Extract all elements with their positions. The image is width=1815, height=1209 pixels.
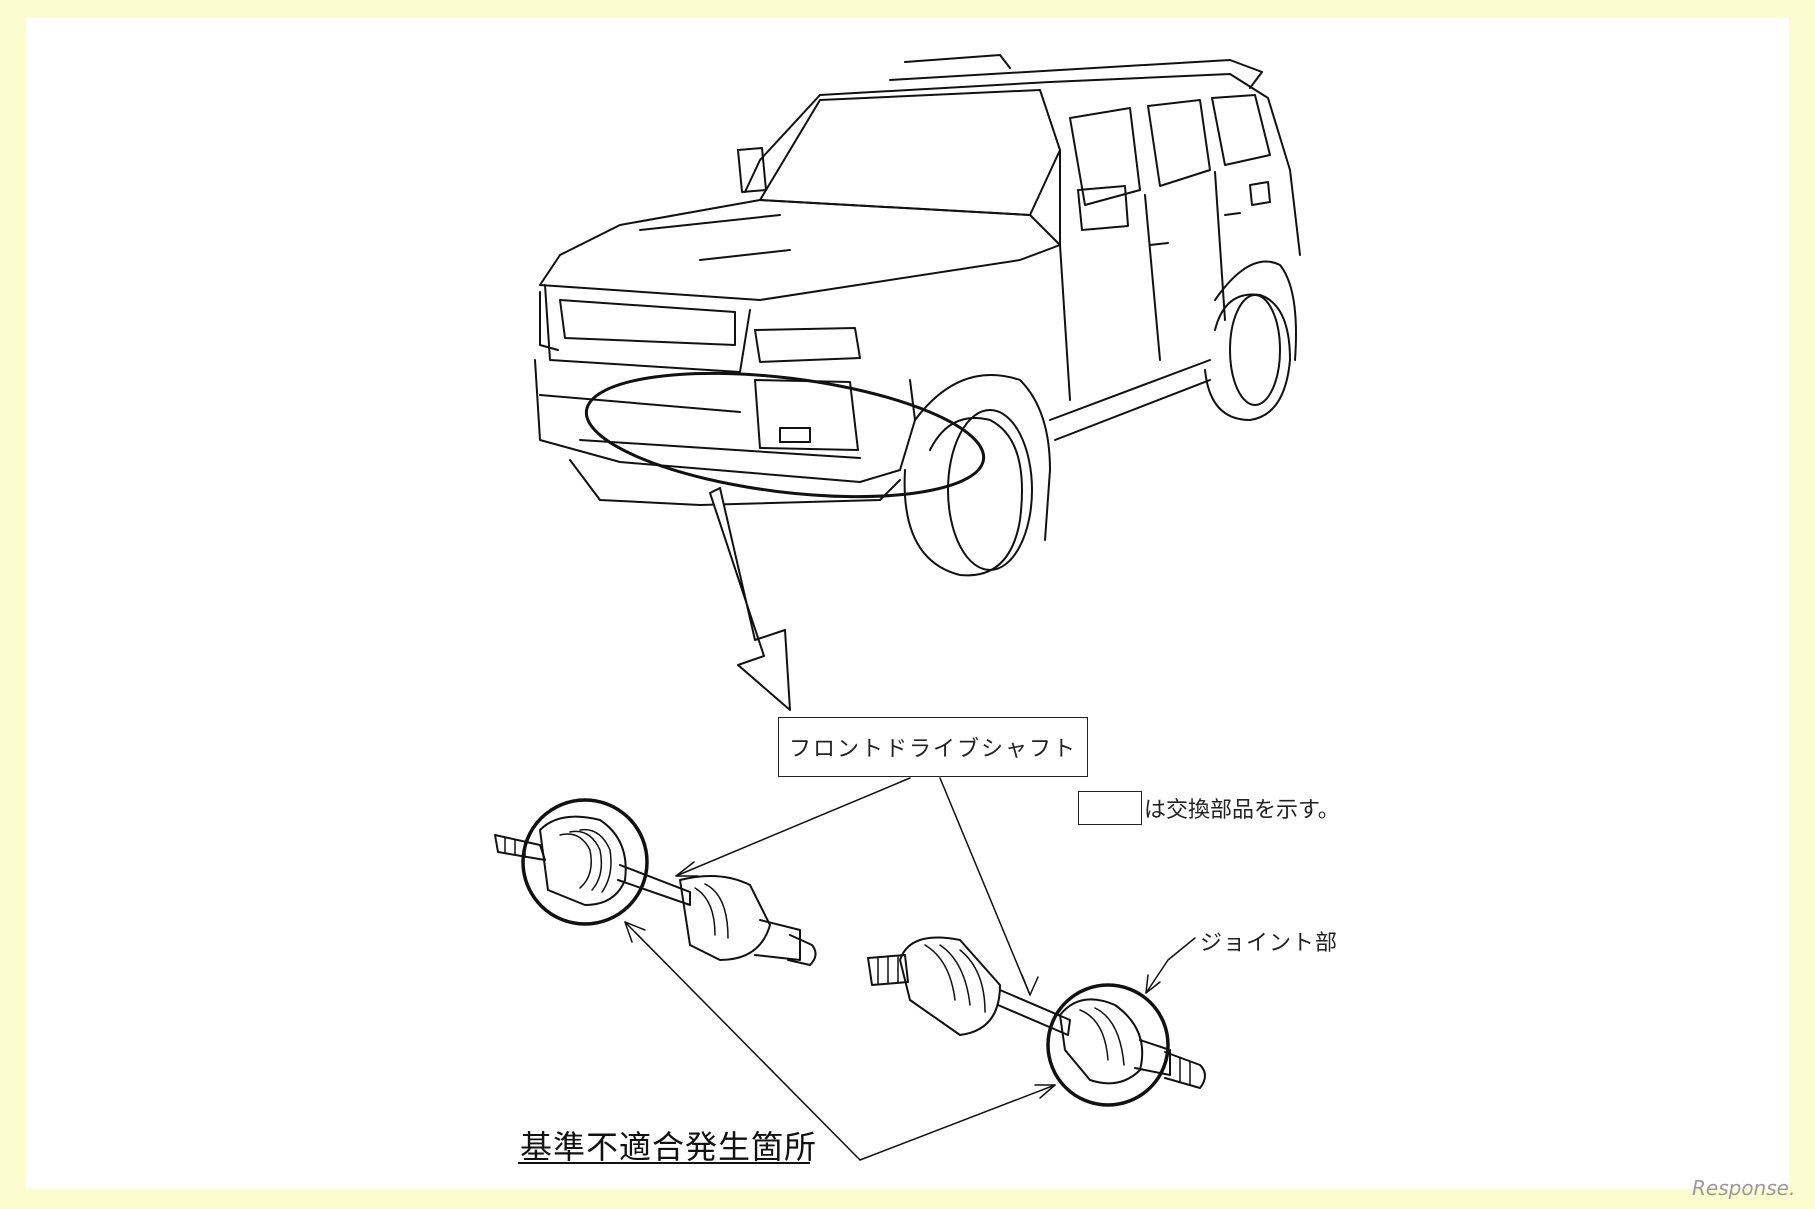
joint-circle-left — [521, 798, 649, 926]
front-axle-highlight-ellipse — [584, 371, 986, 499]
nonconformity-label: 基準不適合発生箇所 — [520, 1128, 818, 1166]
legend: は交換部品を示す。 — [1078, 790, 1340, 826]
nonconformity-underline — [518, 1162, 810, 1164]
legend-text: は交換部品を示す。 — [1144, 798, 1340, 823]
joint-label: ジョイント部 — [1200, 931, 1339, 956]
leader-line-part-right — [939, 777, 1031, 996]
leader-line-nonconf-left — [624, 921, 861, 1161]
leader-line-nonconf-right — [859, 1084, 1056, 1161]
driveshaft-left — [494, 815, 817, 966]
driveshaft-right — [867, 936, 1206, 1089]
watermark-logo: Response. — [1692, 1176, 1796, 1200]
callout-arrow — [709, 487, 791, 711]
leader-line-joint — [1145, 937, 1196, 994]
suv-line-drawing — [534, 54, 1301, 577]
legend-swatch-box — [1078, 791, 1142, 825]
part-label: フロントドライブシャフト — [788, 737, 1077, 762]
leader-line-part-left — [675, 777, 911, 877]
joint-circle-right — [1046, 983, 1170, 1107]
part-label-box: フロントドライブシャフト — [778, 717, 1088, 777]
